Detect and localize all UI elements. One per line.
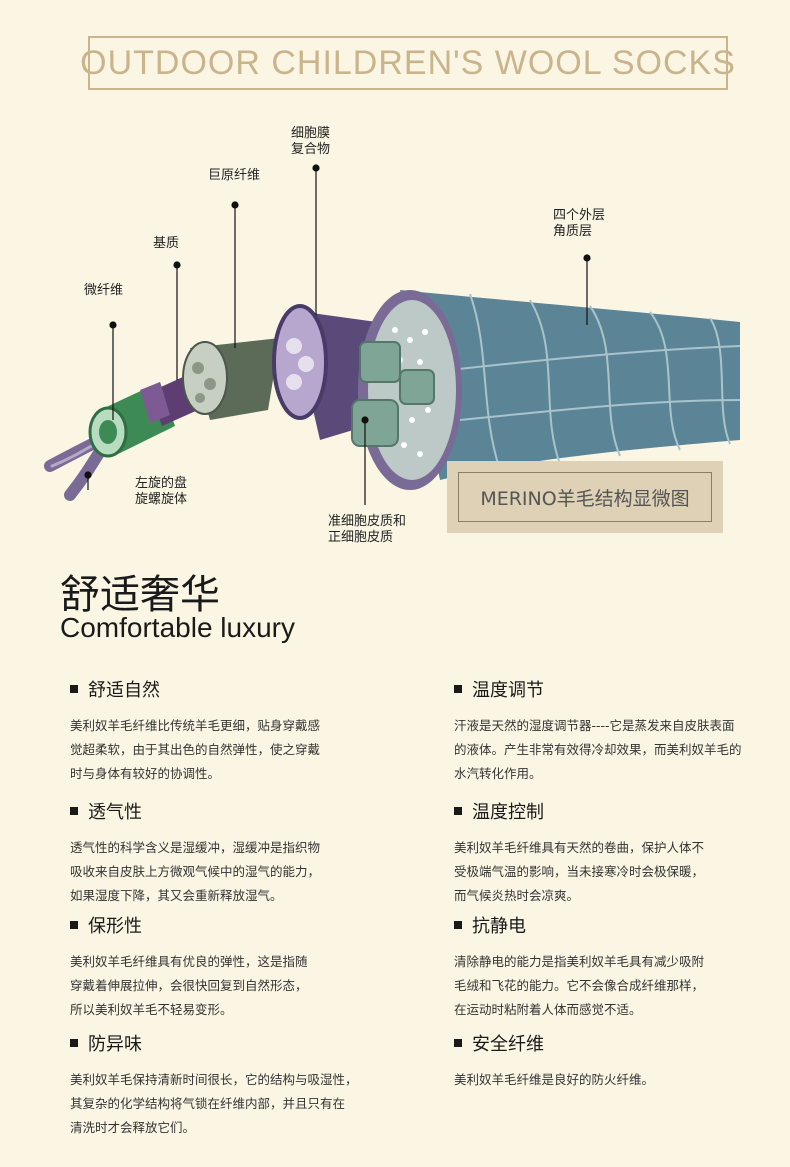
feature-temperature-control: 温度控制 美利奴羊毛纤维具有天然的卷曲，保护人体不受极端气温的影响，当未接寒冷时…: [454, 798, 754, 908]
label-outer-cuticle: 四个外层 角质层: [553, 208, 606, 239]
feature-title: 安全纤维: [472, 1034, 544, 1055]
feature-body: 美利奴羊毛纤维具有优良的弹性，这是指随穿戴着伸展拉伸，会很快回复到自然形态，所以…: [70, 954, 308, 1017]
feature-shape-retention: 保形性 美利奴羊毛纤维具有优良的弹性，这是指随穿戴着伸展拉伸，会很快回复到自然形…: [70, 912, 370, 1022]
feature-title: 防异味: [88, 1034, 142, 1055]
feature-body: 美利奴羊毛纤维是良好的防火纤维。: [454, 1072, 655, 1087]
feature-body: 美利奴羊毛纤维比传统羊毛更细，贴身穿戴感觉超柔软，由于其出色的自然弹性，使之穿戴…: [70, 718, 321, 781]
feature-title: 透气性: [88, 802, 142, 823]
feature-title: 抗静电: [472, 916, 526, 937]
bullet-square-icon: [454, 1039, 462, 1047]
wool-fiber-illustration: [44, 164, 741, 505]
bullet-square-icon: [70, 1039, 78, 1047]
merino-caption: MERINO羊毛结构显微图: [458, 472, 712, 522]
page-title: OUTDOOR CHILDREN'S WOOL SOCKS: [80, 43, 736, 82]
label-matrix: 基质: [153, 236, 180, 251]
feature-odor-resistance: 防异味 美利奴羊毛保持清新时间很长，它的结构与吸湿性，其复杂的化学结构将气锁在纤…: [70, 1030, 370, 1140]
label-macrofibril: 巨原纤维: [208, 168, 261, 183]
feature-safe-fiber: 安全纤维 美利奴羊毛纤维是良好的防火纤维。: [454, 1030, 754, 1092]
cortex-and-cuticle: [351, 290, 741, 490]
label-cell-membrane-complex: 细胞膜 复合物: [291, 126, 331, 157]
section-title-en: Comfortable luxury: [60, 612, 295, 643]
bullet-square-icon: [70, 685, 78, 693]
bullet-square-icon: [70, 807, 78, 815]
merino-caption-box: MERINO羊毛结构显微图: [447, 461, 723, 533]
section-title-cn: 舒适奢华: [60, 572, 220, 618]
bullet-square-icon: [454, 685, 462, 693]
diagram-pointers: [84, 164, 591, 505]
macrofibril-segment: [182, 338, 280, 420]
header-frame: OUTDOOR CHILDREN'S WOOL SOCKS: [80, 36, 735, 90]
label-cortex: 准细胞皮质和 正细胞皮质: [328, 514, 407, 545]
feature-breathability: 透气性 透气性的科学含义是湿缓冲，湿缓冲是指织物吸收来自皮肤上方微观气候中的湿气…: [70, 798, 370, 908]
feature-body: 汗液是天然的湿度调节器----它是蒸发来自皮肤表面的液体。产生非常有效得冷却效果…: [454, 718, 742, 781]
bullet-square-icon: [454, 921, 462, 929]
feature-body: 美利奴羊毛纤维具有天然的卷曲，保护人体不受极端气温的影响，当未接寒冷时会极保暖，…: [454, 840, 705, 903]
feature-body: 清除静电的能力是指美利奴羊毛具有减少吸附毛绒和飞花的能力。它不会像合成纤维那样，…: [454, 954, 705, 1017]
feature-antistatic: 抗静电 清除静电的能力是指美利奴羊毛具有减少吸附毛绒和飞花的能力。它不会像合成纤…: [454, 912, 754, 1022]
bullet-square-icon: [454, 807, 462, 815]
feature-body: 透气性的科学含义是湿缓冲，湿缓冲是指织物吸收来自皮肤上方微观气候中的湿气的能力，…: [70, 840, 321, 903]
label-left-helix: 左旋的盘 旋螺旋体: [135, 476, 188, 507]
feature-title: 保形性: [88, 916, 142, 937]
feature-temperature-regulation: 温度调节 汗液是天然的湿度调节器----它是蒸发来自皮肤表面的液体。产生非常有效…: [454, 676, 754, 786]
feature-title: 温度控制: [472, 802, 544, 823]
feature-comfort: 舒适自然 美利奴羊毛纤维比传统羊毛更细，贴身穿戴感觉超柔软，由于其出色的自然弹性…: [70, 676, 370, 786]
label-microfibril: 微纤维: [84, 283, 124, 298]
bullet-square-icon: [70, 921, 78, 929]
feature-title: 舒适自然: [88, 680, 160, 701]
feature-body: 美利奴羊毛保持清新时间很长，它的结构与吸湿性，其复杂的化学结构将气锁在纤维内部，…: [70, 1072, 358, 1135]
feature-title: 温度调节: [472, 680, 544, 701]
